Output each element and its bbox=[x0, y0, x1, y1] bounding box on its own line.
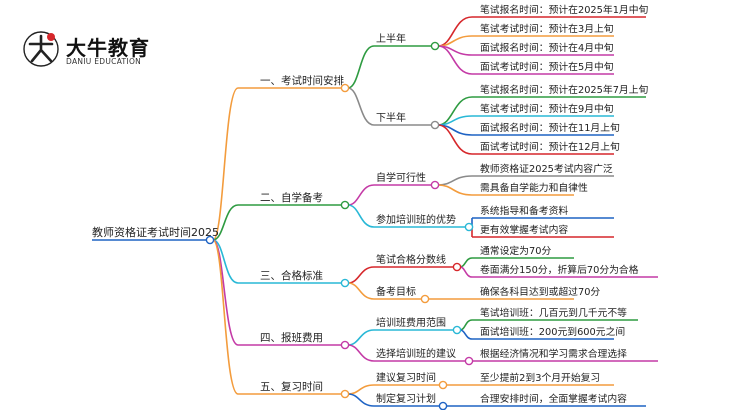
leaf-1-1-3-label: 面试报名时间：预计在4月中旬 bbox=[480, 41, 614, 54]
topic-link-4-1 bbox=[347, 329, 375, 346]
leaf-link-1-2-4 bbox=[437, 124, 473, 155]
leaf-link-1-1-1 bbox=[437, 16, 473, 47]
topic-link-3-1 bbox=[347, 266, 375, 284]
brand-logo: 大牛教育 DANIU EDUCATION bbox=[22, 28, 172, 72]
leaf-1-2-1-label: 笔试报名时间：预计在2025年7月上旬 bbox=[480, 83, 649, 96]
leaf-link-3-1-1 bbox=[459, 257, 473, 268]
leaf-4-1-2-label: 面试培训班：200元到600元之间 bbox=[480, 325, 625, 338]
leaf-1-1-4-label: 面试考试时间：预计在5月中旬 bbox=[480, 60, 614, 73]
leaf-1-1-1-label: 笔试报名时间：预计在2025年1月中旬 bbox=[480, 3, 649, 16]
topic-5-2-dot bbox=[438, 401, 448, 410]
topic-link-5-1 bbox=[347, 384, 375, 395]
leaf-1-2-4-label: 面试考试时间：预计在12月上旬 bbox=[480, 140, 620, 153]
leaf-2-1-2-label: 需具备自学能力和自律性 bbox=[480, 181, 588, 194]
topic-3-2-dot bbox=[420, 294, 430, 304]
topic-link-2-2 bbox=[347, 204, 375, 228]
leaf-1-2-3-label: 面试报名时间：预计在11月上旬 bbox=[480, 121, 620, 134]
topic-link-1-2 bbox=[347, 87, 375, 126]
brand-name: 大牛教育 bbox=[66, 36, 150, 60]
topic-2-1-label: 自学可行性 bbox=[376, 171, 426, 184]
topic-4-1-dot bbox=[452, 325, 462, 335]
topic-4-1-label: 培训班费用范围 bbox=[376, 316, 446, 329]
topic-link-4-2 bbox=[347, 344, 375, 362]
leaf-5-2-1-label: 合理安排时间，全面掌握考试内容 bbox=[480, 392, 627, 405]
branch-3-dot bbox=[340, 278, 350, 288]
leaf-link-1-1-4 bbox=[437, 45, 473, 75]
topic-1-1-label: 上半年 bbox=[376, 32, 406, 45]
topic-2-2-dot bbox=[464, 222, 474, 232]
mindmap-links bbox=[92, 16, 658, 407]
topic-1-2-dot bbox=[430, 120, 440, 130]
leaf-3-1-1-label: 通常设定为70分 bbox=[480, 244, 551, 257]
leaf-2-2-2-label: 更有效掌握考试内容 bbox=[480, 223, 568, 236]
branch-5-label: 五、复习时间 bbox=[260, 380, 323, 393]
leaf-2-2-1-label: 系统指导和备考资料 bbox=[480, 204, 568, 217]
topic-link-1-1 bbox=[347, 45, 375, 89]
topic-3-2-label: 备考目标 bbox=[376, 285, 416, 298]
leaf-link-2-1-1 bbox=[437, 175, 473, 186]
topic-link-3-2 bbox=[347, 282, 375, 300]
leaf-4-2-1-label: 根据经济情况和学习需求合理选择 bbox=[480, 347, 627, 360]
leaf-2-1-1-label: 教师资格证2025考试内容广泛 bbox=[480, 162, 613, 175]
branch-4-dot bbox=[340, 340, 350, 350]
leaf-5-1-1-label: 至少提前2到3个月开始复习 bbox=[480, 371, 600, 384]
brand-accent-dot bbox=[47, 33, 55, 41]
topic-5-2-label: 制定复习计划 bbox=[376, 392, 436, 405]
branch-link-1 bbox=[212, 87, 239, 241]
leaf-3-1-2-label: 卷面满分150分，折算后70分为合格 bbox=[480, 263, 639, 276]
topic-5-1-label: 建议复习时间 bbox=[376, 371, 436, 384]
brand-mark-icon bbox=[23, 31, 59, 67]
leaf-1-2-2-label: 笔试考试时间：预计在9月中旬 bbox=[480, 102, 614, 115]
leaf-link-4-1-1 bbox=[459, 319, 473, 331]
leaf-link-4-1-2 bbox=[459, 329, 473, 340]
topic-2-2-label: 参加培训班的优势 bbox=[376, 213, 456, 226]
topic-1-1-dot bbox=[430, 41, 440, 51]
branch-5-dot bbox=[340, 389, 350, 399]
mindmap-nodes: 教师资格证考试时间2025 一、考试时间安排 上半年 笔试报名时间：预计在2025年1… bbox=[92, 3, 649, 410]
branch-link-5 bbox=[212, 239, 239, 395]
branch-link-2 bbox=[212, 204, 239, 241]
branch-2-dot bbox=[340, 200, 350, 210]
topic-1-2-label: 下半年 bbox=[376, 111, 406, 124]
leaf-1-1-2-label: 笔试考试时间：预计在3月上旬 bbox=[480, 22, 614, 35]
leaf-link-3-1-2 bbox=[459, 266, 473, 278]
leaf-3-2-1-label: 确保各科目达到或超过70分 bbox=[480, 285, 600, 298]
leaf-link-2-1-2 bbox=[437, 184, 473, 196]
root-connector-dot bbox=[205, 235, 215, 245]
branch-3-label: 三、合格标准 bbox=[260, 269, 323, 282]
branch-4-label: 四、报班费用 bbox=[260, 331, 323, 344]
topic-link-5-2 bbox=[347, 393, 375, 407]
leaf-link-1-2-1 bbox=[437, 96, 473, 126]
topic-4-2-dot bbox=[464, 356, 474, 366]
leaf-4-1-1-label: 笔试培训班：几百元到几千元不等 bbox=[480, 306, 627, 319]
topic-2-1-dot bbox=[430, 180, 440, 190]
topic-link-2-1 bbox=[347, 184, 375, 206]
topic-3-1-dot bbox=[452, 262, 462, 272]
branch-1-dot bbox=[340, 83, 350, 93]
topic-4-2-label: 选择培训班的建议 bbox=[376, 347, 456, 360]
brand-subtitle: DANIU EDUCATION bbox=[66, 57, 142, 66]
topic-5-1-dot bbox=[438, 380, 448, 390]
topic-3-1-label: 笔试合格分数线 bbox=[376, 253, 446, 266]
branch-2-label: 二、自学备考 bbox=[260, 191, 323, 204]
root-node: 教师资格证考试时间2025 bbox=[92, 225, 219, 239]
branch-1-label: 一、考试时间安排 bbox=[260, 74, 344, 87]
